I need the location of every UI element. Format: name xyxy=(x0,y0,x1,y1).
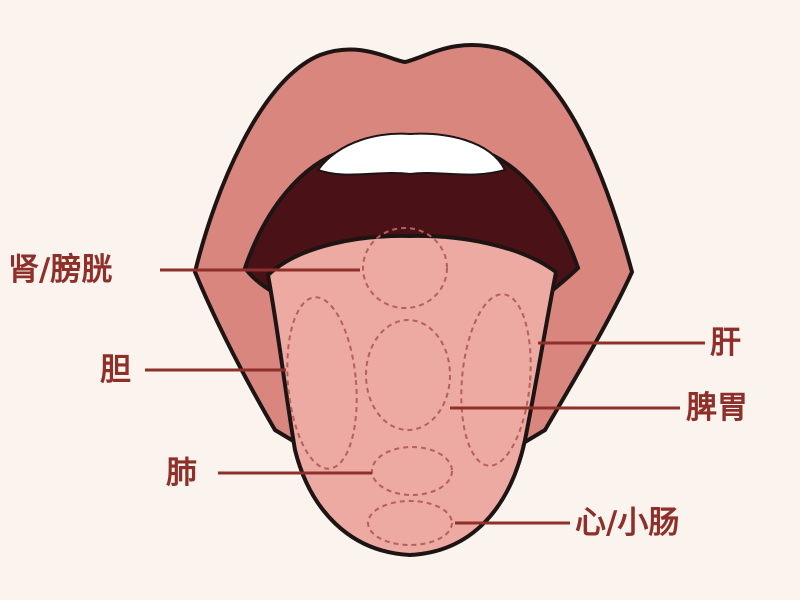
zone-lung xyxy=(371,446,453,496)
label-spleen-stomach: 脾胃 xyxy=(686,390,748,426)
label-heart-small-intestine: 心/小肠 xyxy=(575,505,680,541)
zone-heart-small-intestine xyxy=(367,500,453,546)
label-lung: 肺 xyxy=(166,455,197,491)
label-kidney-bladder: 肾/膀胱 xyxy=(8,252,113,288)
label-liver: 肝 xyxy=(710,325,741,361)
label-gallbladder: 胆 xyxy=(100,352,131,388)
zone-kidney-bladder xyxy=(362,227,448,309)
tongue xyxy=(265,233,559,558)
zone-spleen-stomach xyxy=(365,319,451,431)
zone-gallbladder xyxy=(286,296,358,470)
zone-liver xyxy=(460,293,532,467)
teeth xyxy=(316,132,507,176)
